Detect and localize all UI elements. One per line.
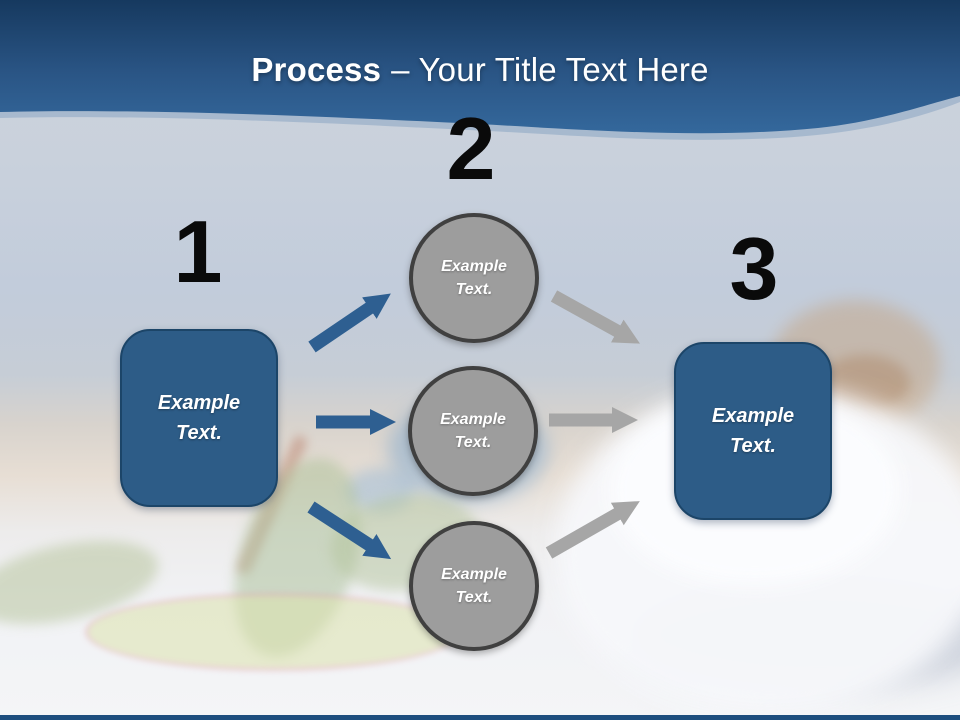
process-circle-bottom-line1: Example — [441, 566, 507, 583]
process-box-step-1-line1: Example — [157, 392, 241, 414]
process-box-step-3-line2: Text. — [730, 435, 776, 457]
process-circle-middle-line2: Text. — [454, 434, 492, 451]
step-number-2: 2 — [446, 99, 496, 198]
process-circle-middle-line1: Example — [440, 411, 506, 428]
process-circle-top-line2: Text. — [455, 281, 493, 298]
bottom-navy-strip — [0, 715, 960, 720]
process-box-step-3-line1: Example — [711, 405, 795, 427]
header-wave — [0, 0, 960, 140]
slide-title-rest: – Your Title Text Here — [391, 51, 709, 88]
process-box-step-1-line2: Text. — [176, 422, 222, 444]
slide-title: Process – Your Title Text Here — [0, 51, 960, 89]
process-circle-top: Example Text. — [409, 213, 539, 343]
process-circle-bottom-line2: Text. — [455, 589, 493, 606]
step-number-1: 1 — [173, 202, 223, 301]
process-box-step-3: Example Text. — [674, 342, 832, 520]
process-circle-middle: Example Text. — [408, 366, 538, 496]
process-circle-top-line1: Example — [441, 258, 507, 275]
process-circle-bottom: Example Text. — [409, 521, 539, 651]
slide-title-bold: Process — [251, 51, 382, 88]
leaf-bottom-large — [85, 593, 461, 671]
process-box-step-1: Example Text. — [120, 329, 278, 507]
header-wave-main — [0, 0, 960, 134]
step-number-3: 3 — [729, 219, 779, 318]
